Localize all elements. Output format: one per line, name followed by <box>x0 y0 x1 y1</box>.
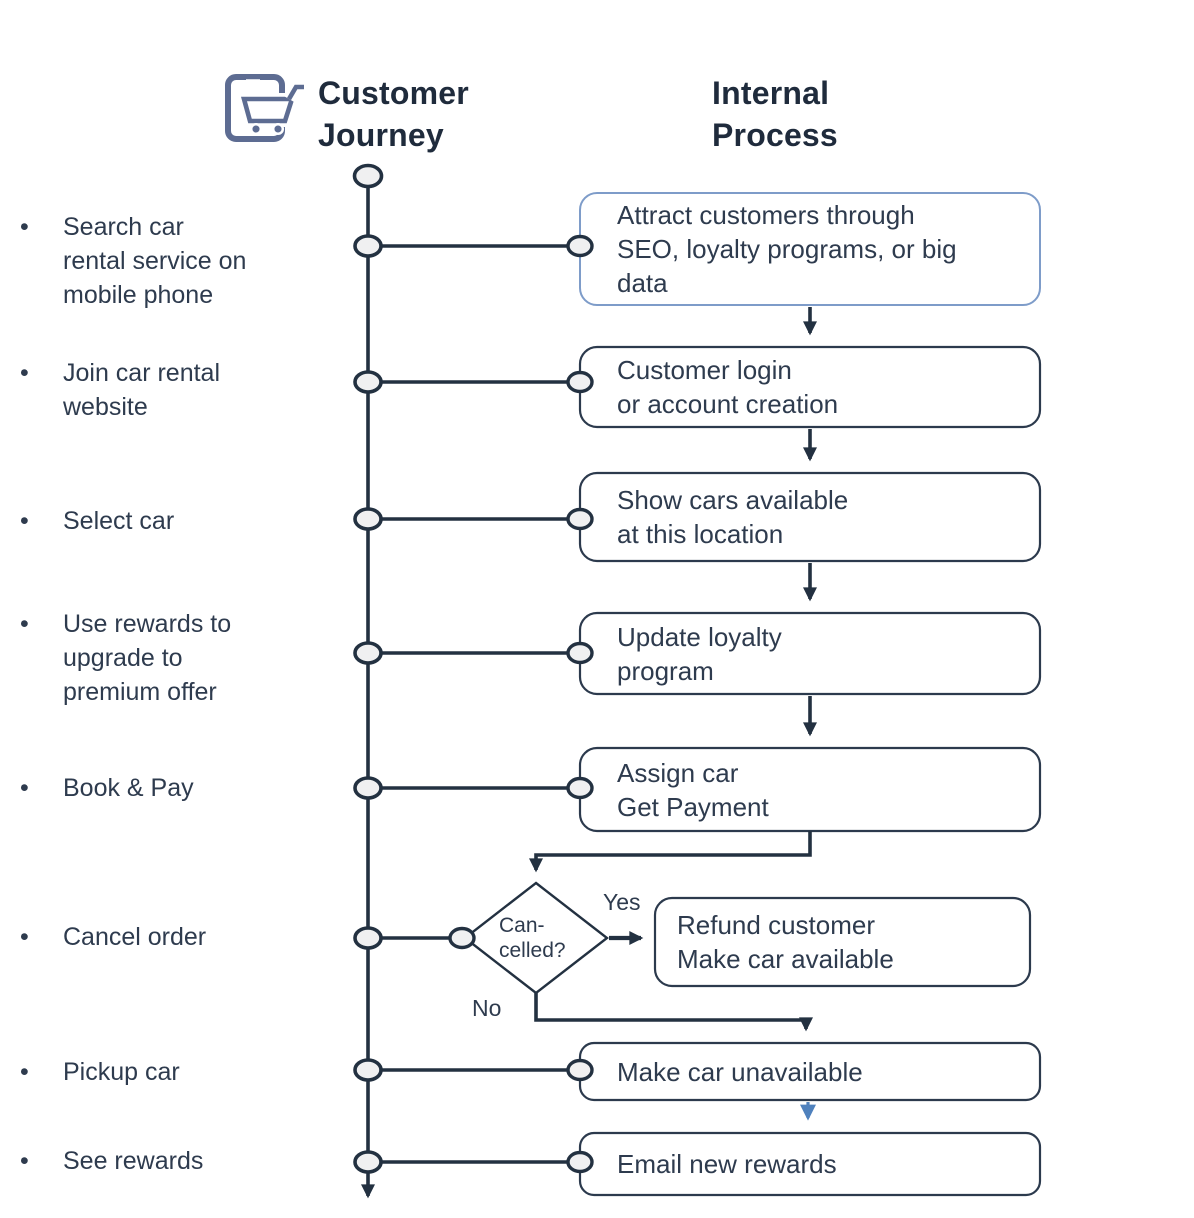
journey-step-see: • See rewards <box>12 1144 342 1178</box>
timeline-start-node <box>352 163 384 189</box>
timeline-step-nodes <box>353 234 383 1174</box>
process-box-refund-outline <box>653 896 1032 988</box>
journey-step-label: Select car <box>63 507 175 535</box>
journey-step-label: See rewards <box>63 1147 204 1175</box>
bullet-dot: • <box>20 774 29 802</box>
decision-question: Can- celled? <box>499 914 566 962</box>
timeline-connectors <box>368 244 568 1164</box>
mobile-shopping-cart-icon <box>225 74 304 142</box>
journey-step-label: Cancel order <box>63 923 207 951</box>
bullet-dot: • <box>20 359 29 387</box>
journey-step-pickup: • Pickup car <box>12 1055 342 1089</box>
bullet-dot: • <box>20 1147 29 1175</box>
journey-step-rewards: • Use rewards to upgrade to premium offer <box>12 607 342 709</box>
process-box-email: Email new rewards <box>617 1149 837 1179</box>
decision-yes-label: Yes <box>603 889 641 915</box>
journey-step-select: • Select car <box>12 504 342 538</box>
process-box-login: Customer login or account creation <box>617 355 839 419</box>
journey-step-label: Book & Pay <box>63 774 194 802</box>
bullet-dot: • <box>20 923 29 951</box>
process-box-unavailable: Make car unavailable <box>617 1056 863 1087</box>
bullet-dot: • <box>20 1058 29 1086</box>
process-box-attract: Attract customers through SEO, loyalty p… <box>617 200 957 298</box>
journey-step-label: Search car rental service on mobile phon… <box>63 213 247 309</box>
journey-step-label: Pickup car <box>63 1058 180 1086</box>
journey-step-cancel: • Cancel order <box>12 920 342 954</box>
journey-step-label: Use rewards to upgrade to premium offer <box>63 610 232 706</box>
process-arrows <box>529 307 817 1032</box>
decision-no-label: No <box>472 995 502 1021</box>
journey-step-book: • Book & Pay <box>12 771 342 805</box>
bullet-dot: • <box>20 610 29 638</box>
bullet-dot: • <box>20 507 29 535</box>
customer-journey-title: Customer Journey <box>318 75 469 153</box>
journey-step-join: • Join car rental website <box>12 356 342 424</box>
no-elbow <box>534 993 813 1032</box>
journey-step-label: Join car rental website <box>63 359 221 421</box>
process-box-loyalty: Update loyalty program <box>617 621 782 686</box>
bullet-dot: • <box>20 213 29 241</box>
process-box-show-cars: Show cars available at this location <box>617 485 849 549</box>
internal-process-title: Internal Process <box>712 75 838 153</box>
box-connector-nodes <box>448 234 594 1174</box>
process-box-refund: Refund customer Make car available <box>677 910 894 974</box>
process-box-assign: Assign car Get Payment <box>617 757 769 822</box>
assign-to-decision-elbow <box>529 831 812 873</box>
journey-step-search: • Search car rental service on mobile pho… <box>12 210 342 312</box>
